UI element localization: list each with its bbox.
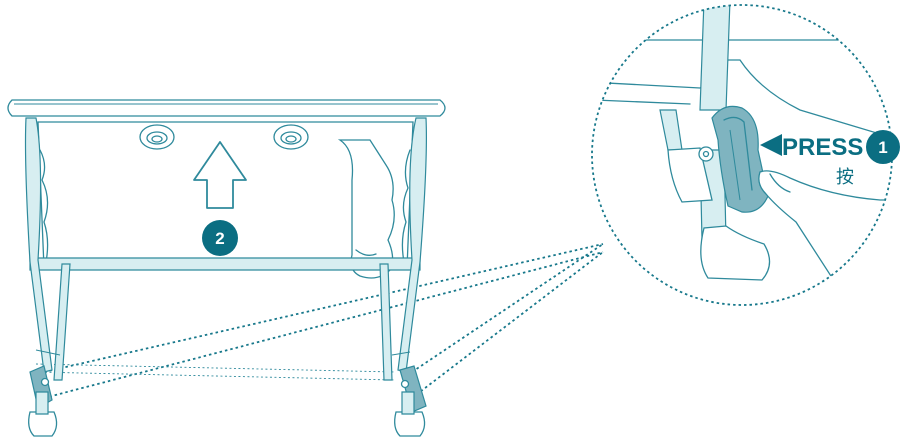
step-2-number: 2 bbox=[215, 229, 224, 248]
leg-left-back bbox=[53, 263, 71, 381]
press-label-chinese: 按 bbox=[836, 167, 854, 188]
step-1-number: 1 bbox=[878, 138, 887, 157]
foot-right bbox=[394, 365, 427, 437]
leg-left-front bbox=[24, 117, 53, 373]
detail-magnifier bbox=[591, 4, 893, 306]
bottom-rail bbox=[29, 257, 421, 271]
detail-tube bbox=[699, 5, 731, 111]
handle-hole-right bbox=[273, 124, 309, 150]
callout-lines bbox=[35, 243, 604, 399]
pressing-hand bbox=[758, 170, 892, 291]
top-rail bbox=[7, 99, 446, 117]
step-1-marker: PRESS 1 按 bbox=[760, 130, 900, 188]
up-arrow-icon bbox=[193, 141, 247, 209]
handle-hole-left bbox=[139, 124, 175, 150]
foot-left bbox=[28, 365, 58, 437]
step-2-badge bbox=[202, 220, 238, 256]
leg-right-back bbox=[379, 263, 393, 381]
left-pointing-triangle-icon bbox=[760, 134, 782, 156]
step-2-marker: 2 bbox=[193, 141, 247, 256]
press-label: PRESS bbox=[782, 134, 863, 161]
leg-right-front bbox=[397, 117, 427, 373]
step-1-badge bbox=[866, 130, 900, 164]
detail-foot bbox=[700, 225, 771, 281]
